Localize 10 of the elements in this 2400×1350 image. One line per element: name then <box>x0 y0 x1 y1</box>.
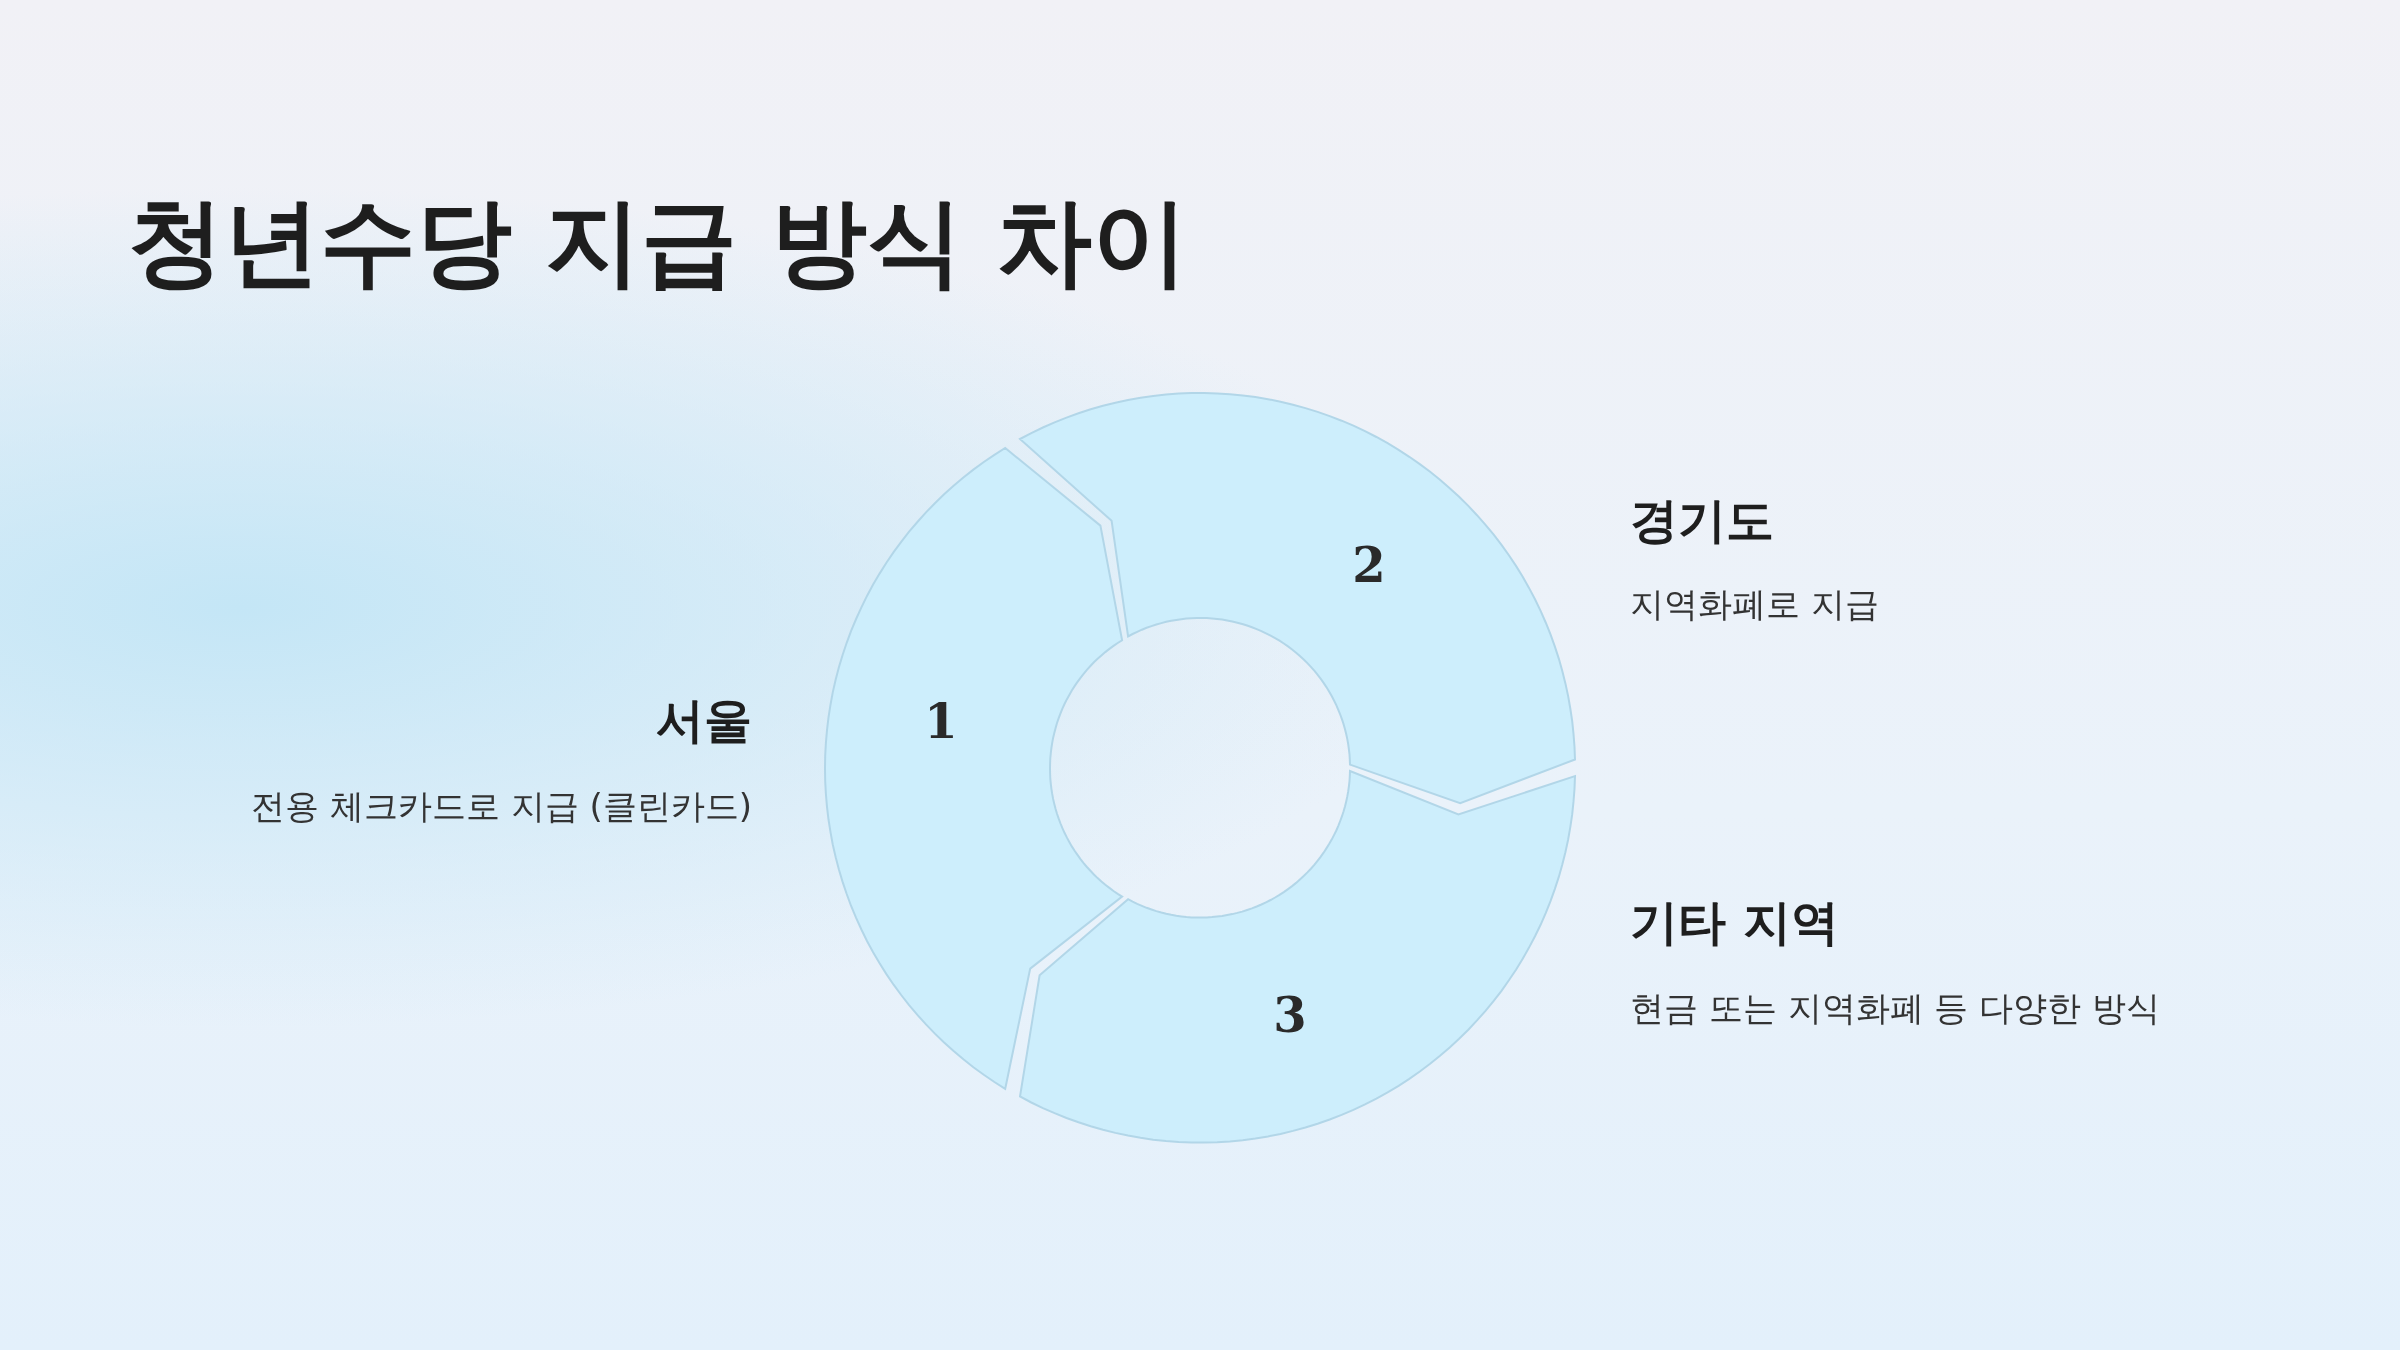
step-number: 3 <box>1273 991 1307 1039</box>
region-heading: 경기도 <box>1630 492 1774 550</box>
description: 현금 또는 지역화폐 등 다양한 방식 <box>1630 988 2161 1029</box>
region-heading: 기타 지역 <box>1630 894 1839 952</box>
region-heading: 서울 <box>656 692 752 750</box>
title: 청년수당 지급 방식 차이 <box>128 190 1189 296</box>
description: 전용 체크카드로 지급 (클린카드) <box>251 786 752 827</box>
description: 지역화폐로 지급 <box>1630 584 1879 625</box>
step-number: 1 <box>924 697 958 745</box>
step-number: 2 <box>1352 541 1386 589</box>
